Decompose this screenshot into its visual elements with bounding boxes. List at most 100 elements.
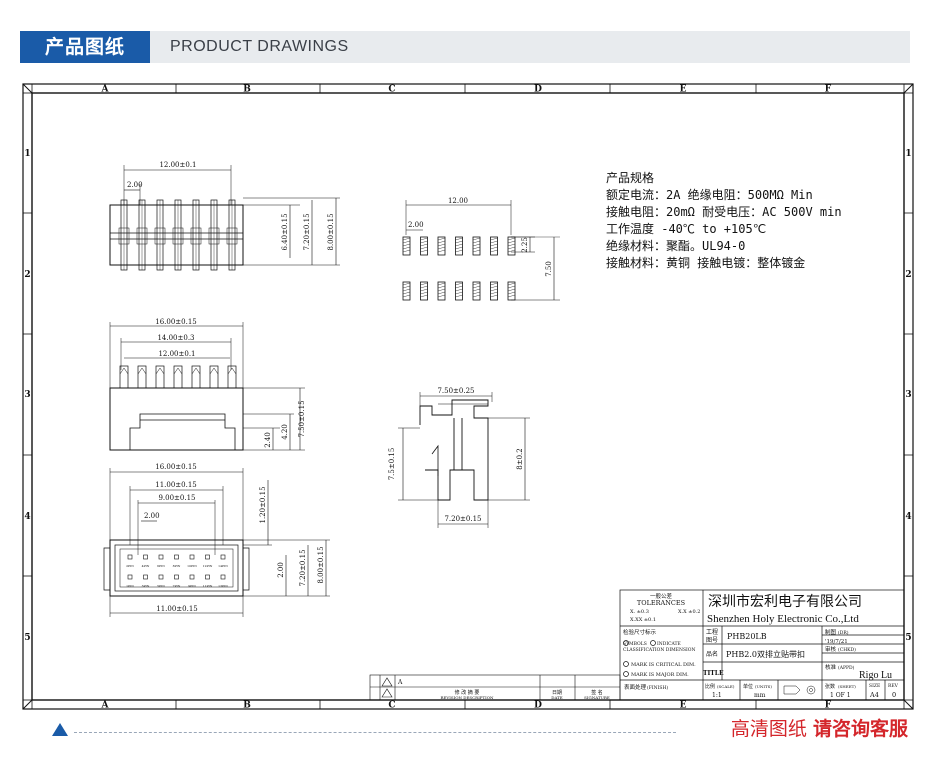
spec-line: 绝缘材料：聚酯。UL94-0: [606, 238, 745, 253]
tol-x: X. ±0.3: [630, 609, 649, 615]
symbols-line2: CLASSIFICATION DIMENSION: [623, 647, 695, 653]
rev-date-cn: 日期: [552, 690, 562, 696]
pin-square: [158, 574, 164, 580]
dim-end-h8: 8±0.2: [516, 448, 524, 469]
frame-row-label: 5: [905, 633, 911, 643]
revision-desc-cn: 修 改 摘 要: [455, 689, 480, 696]
solder-pad: [437, 236, 446, 256]
finish-label: 表面处理: [624, 683, 647, 691]
specs-title: 产品规格: [606, 170, 654, 185]
solder-pad: [455, 281, 463, 301]
pin-square: [127, 574, 133, 580]
frame-col-label: D: [534, 701, 542, 711]
company-name-en: Shenzhen Holy Electronic Co.,Ltd: [707, 613, 859, 625]
dim-top-h640: 6.40±0.15: [281, 213, 289, 250]
dim-end-w720: 7.20±0.15: [444, 515, 481, 523]
footer-triangle-icon: [52, 723, 68, 736]
top-view: [109, 165, 340, 271]
scale-label: 比例: [705, 683, 715, 690]
frame-col-label: F: [825, 701, 832, 711]
pin-shoulder: [136, 227, 148, 245]
pin-square: [143, 554, 148, 560]
pin-square: [220, 574, 226, 580]
pin-label-top: 8PIN: [173, 564, 181, 568]
dim-bot-h120: 1.20±0.15: [259, 486, 267, 523]
pin-label-bottom: 11PIN: [203, 584, 213, 588]
dim-pad-h225: 2.25: [521, 237, 529, 253]
dim-side-h420: 4.20: [281, 424, 289, 440]
solder-pad: [507, 281, 516, 301]
rev-sign-en: SIGNATURE: [584, 695, 610, 700]
pin-shoulder: [118, 227, 130, 245]
dim-side-w16: 16.00±0.15: [155, 318, 197, 326]
dim-pad-h750: 7.50: [545, 261, 553, 277]
frame-col-label: C: [388, 701, 395, 711]
pin-label-bottom: 5PIN: [157, 584, 165, 588]
sheet-value: 1 OF 1: [830, 692, 851, 699]
pin-side: [209, 365, 219, 389]
frame-row-label: 2: [905, 270, 911, 280]
revision-desc-en: REVISION DESCRIPTION: [440, 695, 494, 700]
symbols-indicate: INDICATE: [657, 641, 681, 647]
dwg-no-label2: 图号: [706, 637, 718, 644]
symbols-line1: SYMBOLS: [623, 641, 647, 647]
frame-col-label: D: [534, 85, 542, 95]
dim-bot-h800: 8.00±0.15: [317, 546, 325, 583]
scale-label-en: (SCALE): [717, 684, 735, 689]
spec-line: 工作温度 -40℃ to +105℃: [606, 221, 766, 236]
major-dim: MARK IS MAJOR DIM.: [631, 672, 689, 678]
pin-shoulder: [154, 227, 166, 245]
pin-tip: [191, 367, 201, 375]
dim-bot-w11b: 11.00±0.15: [156, 605, 198, 613]
solder-pad: [402, 281, 411, 301]
pin-side: [137, 365, 147, 389]
pin-square: [127, 554, 133, 560]
spec-line: 接触材料：黄铜 接触电镀：整体镀金: [606, 255, 805, 270]
check-label: 审核: [825, 645, 837, 653]
pin-square: [189, 574, 195, 580]
dim-side-h750: 7.50±0.15: [298, 400, 306, 437]
dim-top-h800: 8.00±0.15: [327, 213, 335, 250]
approve-label-en: (APPD): [838, 664, 855, 671]
tol-xxx: X.XX ±0.1: [630, 617, 656, 623]
section-header: 产品图纸 PRODUCT DRAWINGS: [20, 31, 910, 63]
finish-label-en: (FINISH): [647, 684, 668, 691]
spec-line: 接触电阻：20mΩ 耐受电压：AC 500V min: [606, 204, 842, 219]
pin-shoulder: [226, 227, 238, 245]
pin-label-top: 12PIN: [203, 564, 213, 568]
unit-label-en: (UNITS): [755, 684, 772, 689]
dim-top-width: 12.00±0.1: [159, 161, 196, 169]
dim-end-h75: 7.5±0.15: [388, 448, 396, 481]
pin-square: [205, 574, 210, 580]
dim-bot-w9: 9.00±0.15: [158, 494, 195, 502]
solder-pad: [472, 236, 481, 256]
solder-pad: [490, 236, 498, 256]
sheet-label: 张数: [825, 683, 835, 690]
specs-block: 产品规格 额定电流：2A 绝缘电阻：500MΩ Min 接触电阻：20mΩ 耐受…: [606, 170, 842, 270]
frame-col-label: C: [388, 85, 395, 95]
solder-pad: [507, 236, 516, 256]
pin-tip: [227, 367, 237, 375]
dim-end-w750: 7.50±0.25: [437, 387, 474, 395]
dim-bot-pitch: 2.00: [144, 512, 160, 520]
frame-col-label: E: [680, 85, 687, 95]
dim-bot-h2: 2.00: [277, 562, 285, 578]
critical-dim: MARK IS CRITICAL DIM.: [631, 662, 696, 668]
frame-row-label: 3: [905, 390, 911, 400]
size-value: A4: [869, 691, 879, 699]
dim-top-h720: 7.20±0.15: [303, 213, 311, 250]
pin-side: [119, 365, 129, 389]
frame-row-label: 3: [24, 390, 30, 400]
frame-row-label: 4: [24, 512, 30, 522]
pin-label-bottom: 1PIN: [126, 584, 134, 588]
dwg-no-label: 工程: [706, 628, 718, 636]
dim-bot-w16: 16.00±0.15: [155, 463, 197, 471]
pin-shoulder: [208, 227, 220, 245]
pin-square: [205, 554, 210, 560]
title-block: [619, 589, 905, 701]
pin-label-bottom: 9PIN: [188, 584, 196, 588]
rev-value: 0: [892, 691, 896, 699]
pin-square: [174, 554, 179, 560]
footer-text-a: 高清图纸: [730, 718, 807, 740]
pin-tip: [209, 367, 219, 375]
